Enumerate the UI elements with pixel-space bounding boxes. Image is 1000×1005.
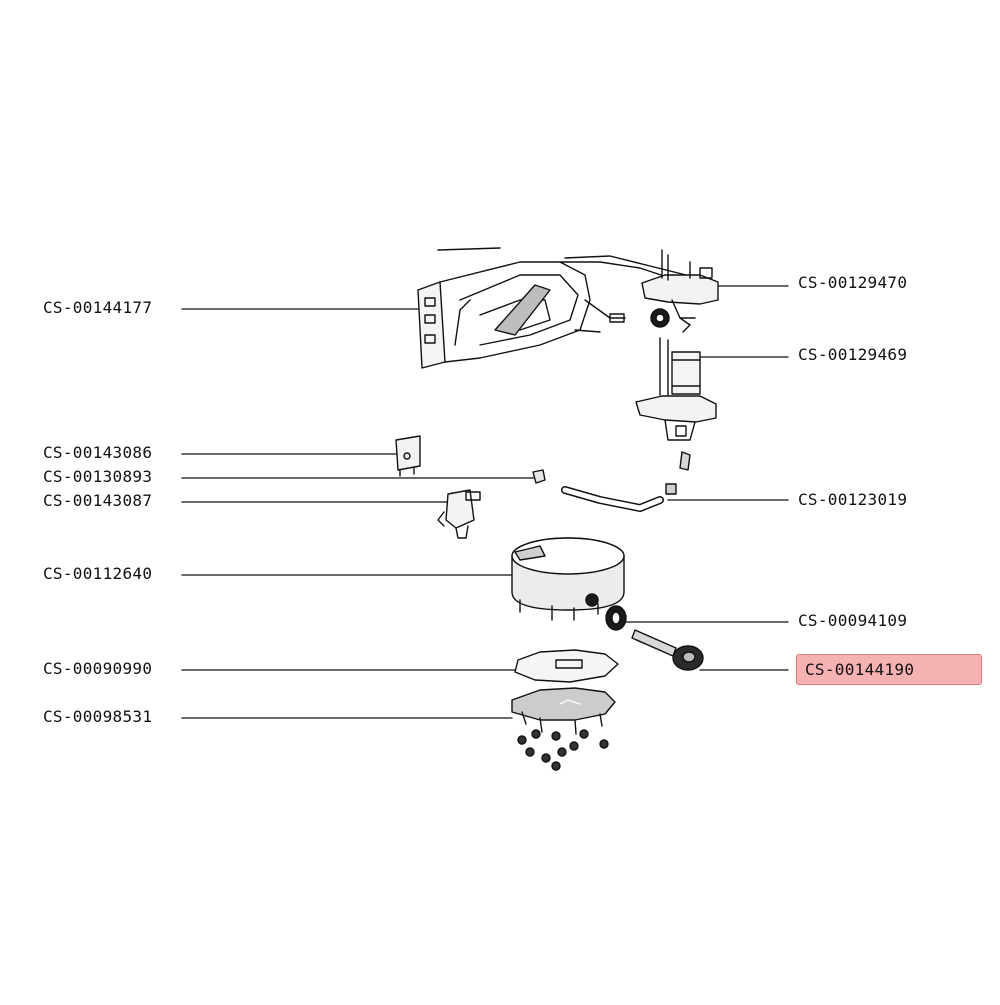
screws-drawing (517, 729, 609, 771)
part-label-cs-00129470[interactable]: CS-00129470 (798, 273, 908, 292)
boiler-drawing (511, 537, 625, 621)
sensor-probe-drawing (631, 629, 704, 671)
small-nut-drawing (532, 469, 546, 484)
part-label-cs-00123019[interactable]: CS-00123019 (798, 490, 908, 509)
part-label-cs-00112640[interactable]: CS-00112640 (43, 564, 153, 583)
part-label-cs-00094109[interactable]: CS-00094109 (798, 611, 908, 630)
motor-bracket-drawing (635, 337, 717, 495)
leader-lines (181, 285, 789, 719)
hose-drawing (561, 486, 664, 512)
gasket-drawing (514, 649, 619, 683)
part-label-cs-00090990[interactable]: CS-00090990 (43, 659, 153, 678)
upper-bracket-drawing (641, 249, 719, 333)
part-label-cs-00143087[interactable]: CS-00143087 (43, 491, 153, 510)
part-label-cs-00129469[interactable]: CS-00129469 (798, 345, 908, 364)
frame-assembly-drawing (417, 247, 701, 369)
valve-drawing (437, 489, 481, 539)
part-label-cs-00144177[interactable]: CS-00144177 (43, 298, 153, 317)
spreader-plate-drawing (511, 687, 616, 735)
part-label-cs-00143086[interactable]: CS-00143086 (43, 443, 153, 462)
part-label-cs-00130893[interactable]: CS-00130893 (43, 467, 153, 486)
part-label-cs-00098531[interactable]: CS-00098531 (43, 707, 153, 726)
part-label-cs-00144190-highlighted[interactable]: CS-00144190 (796, 654, 982, 685)
o-ring-drawing (605, 605, 627, 631)
block-component-drawing (395, 435, 421, 477)
